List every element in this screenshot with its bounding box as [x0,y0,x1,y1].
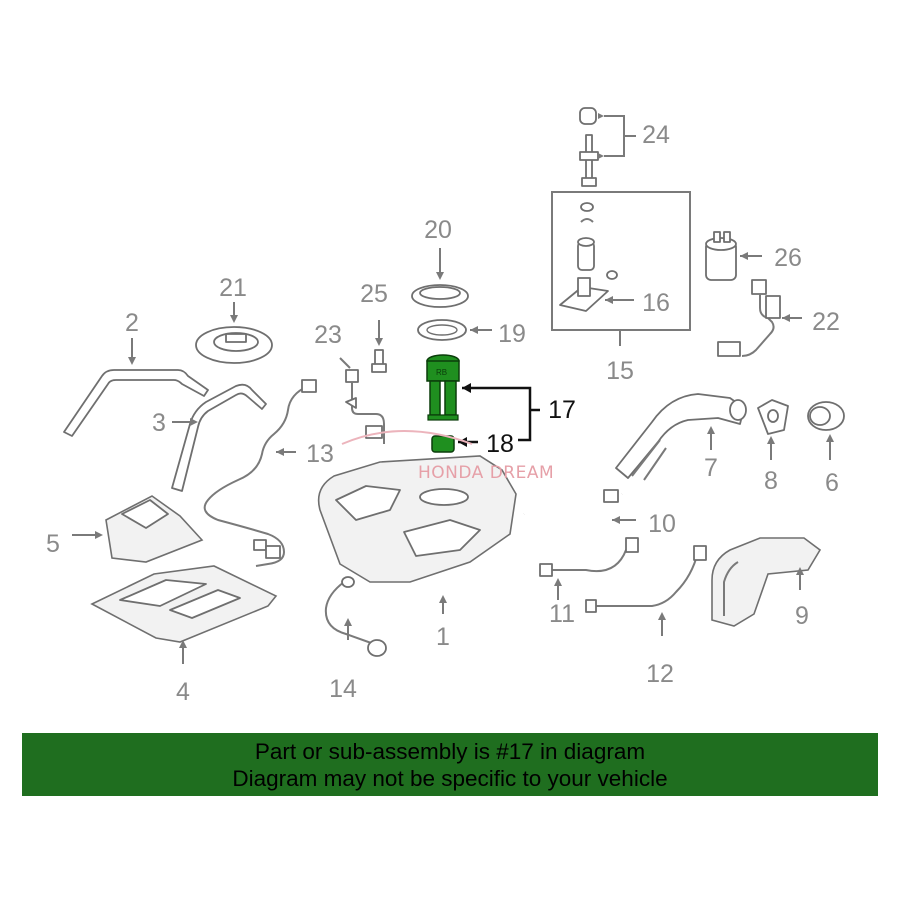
callout-7: 7 [704,454,718,482]
part-14-tube[interactable] [324,576,387,657]
banner-line-1: Part or sub-assembly is #17 in diagram [254,739,646,764]
part-2-strap[interactable] [63,338,209,437]
part-10-filler-hose[interactable] [523,489,636,529]
callout-26: 26 [774,244,802,272]
part-1-fuel-tank[interactable] [317,455,517,614]
part-24-bolt[interactable] [579,107,636,187]
callout-11: 11 [549,600,575,628]
part-6-fuel-cap[interactable] [807,401,845,460]
part-25-bolt[interactable] [371,320,387,373]
callout-4: 4 [176,678,190,706]
part-26-fuel-filter[interactable] [705,231,762,281]
callout-22: 22 [812,308,840,336]
callout-3: 3 [152,409,166,437]
callout-20: 20 [424,216,452,244]
part-13-harness[interactable] [203,379,317,567]
callout-18: 18 [486,430,514,458]
part-12-tube[interactable] [585,545,707,636]
callout-5: 5 [46,530,60,558]
part-8-gasket[interactable] [757,399,789,460]
watermark: HONDA DREAM [341,430,554,483]
callout-9: 9 [795,602,809,630]
part-7-filler-neck[interactable] [615,393,747,481]
callout-1: 1 [436,623,450,651]
callout-19: 19 [498,320,526,348]
callout-12: 12 [646,660,674,688]
part-21-seal[interactable] [195,302,273,364]
watermark-text: HONDA DREAM [418,463,554,483]
callout-2: 2 [125,309,139,337]
part-20-ring-nut[interactable] [411,248,469,308]
banner-line-2: Diagram may not be specific to your vehi… [232,766,668,791]
part-3-strap[interactable] [171,383,267,492]
callout-8: 8 [764,467,778,495]
part-4-undercover[interactable] [90,565,278,664]
callout-17: 17 [548,396,576,424]
callout-13: 13 [306,440,334,468]
part-23-bracket[interactable] [339,357,385,444]
callout-15: 15 [606,357,634,385]
leader-16 [605,296,634,304]
callout-21: 21 [219,274,247,302]
part-19-gasket[interactable] [417,319,492,341]
callout-25: 25 [360,280,388,308]
svg-text:RB: RB [436,368,447,377]
part-11-tube[interactable] [539,537,639,600]
callout-24: 24 [642,121,670,149]
callout-10: 10 [648,510,676,538]
part-5-heat-shield[interactable] [72,495,204,563]
callout-23: 23 [314,321,342,349]
part-17-fuel-pump-module[interactable]: RB [426,354,460,421]
part-9-splash-shield[interactable] [711,537,822,627]
callout-6: 6 [825,469,839,497]
part-18-filter[interactable] [431,435,455,453]
callout-labels: 1 2 3 4 5 6 7 8 9 10 11 12 13 14 15 16 1… [46,121,840,706]
part-22-harness[interactable] [717,279,802,357]
notice-banner: Part or sub-assembly is #17 in diagram D… [22,733,878,796]
leader-17-18 [458,383,540,447]
callout-14: 14 [329,675,357,703]
callout-16: 16 [642,289,670,317]
part-15-kit-box[interactable] [551,191,691,331]
